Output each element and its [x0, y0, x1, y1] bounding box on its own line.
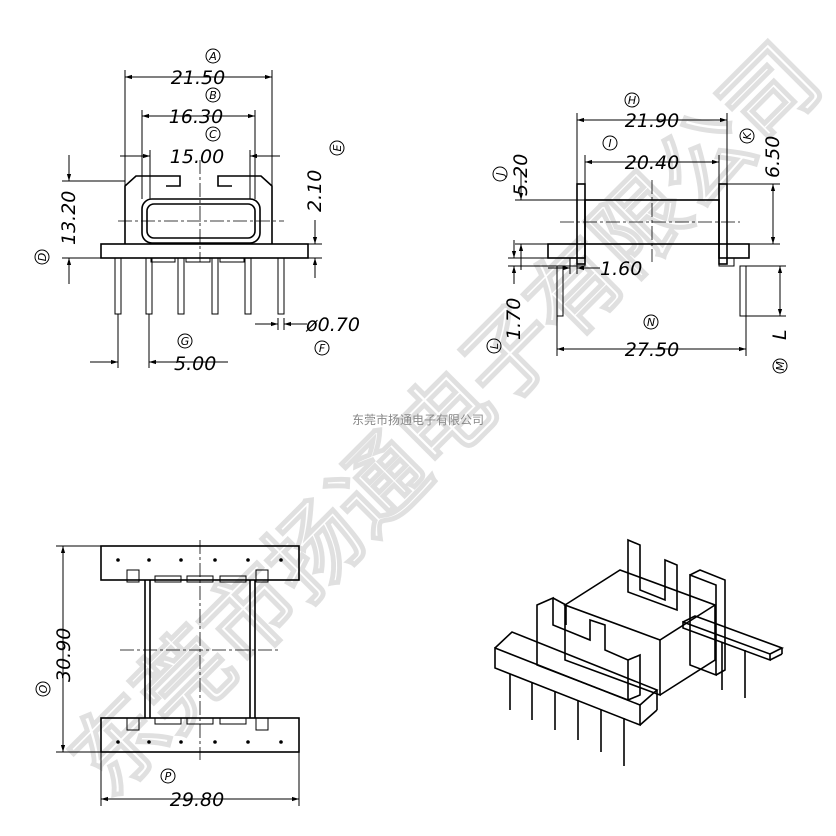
svg-text:B: B [209, 89, 217, 102]
front-pins [114, 257, 285, 315]
svg-text:27.50: 27.50 [625, 339, 679, 361]
dim-B: B 16.30 [141, 87, 256, 199]
front-view: A 21.50 B 16.30 C 15.00 13.2 [34, 48, 360, 375]
dim-I: I 20.40 [584, 135, 720, 200]
svg-text:A: A [208, 50, 217, 63]
svg-text:20.40: 20.40 [625, 152, 679, 174]
dim-J: 5.20 J [492, 154, 585, 270]
svg-text:D: D [36, 253, 49, 261]
svg-text:29.80: 29.80 [170, 789, 224, 811]
svg-text:1.60: 1.60 [600, 258, 642, 280]
svg-text:ø0.70: ø0.70 [305, 314, 360, 336]
svg-text:5.20: 5.20 [510, 154, 532, 196]
svg-text:K: K [741, 132, 754, 140]
company-mark: 东莞市扬通电子有限公司 [352, 412, 484, 427]
svg-text:P: P [165, 770, 172, 783]
svg-text:13.20: 13.20 [58, 191, 80, 245]
dim-A: A 21.50 [124, 48, 273, 186]
svg-text:30.90: 30.90 [53, 628, 75, 682]
top-view: 30.90 O P 29.80 [35, 540, 300, 811]
svg-text:21.90: 21.90 [625, 110, 679, 132]
svg-text:E: E [331, 144, 344, 151]
isometric-view [494, 538, 785, 766]
svg-text:O: O [37, 684, 50, 693]
svg-text:J: J [494, 172, 507, 177]
svg-text:L: L [488, 343, 501, 349]
dim-G: 5.00 G [90, 314, 228, 375]
dim-O: 30.90 O [35, 545, 101, 753]
svg-text:16.30: 16.30 [169, 106, 223, 128]
svg-text:5.00: 5.00 [174, 353, 216, 375]
dim-F: ø0.70 F [255, 314, 360, 356]
svg-text:F: F [319, 342, 326, 355]
svg-text:N: N [647, 316, 655, 329]
svg-text:L: L [769, 329, 791, 340]
dim-M: L M [746, 265, 791, 374]
dim-C: C 15.00 [120, 126, 280, 199]
dim-K: 6.50 K [727, 128, 784, 245]
dim-N: N 27.50 [556, 314, 747, 361]
side-view: H 21.90 I 20.40 5.20 J 6.50 [486, 92, 791, 374]
svg-text:M: M [774, 361, 787, 371]
svg-text:2.10: 2.10 [304, 170, 326, 212]
dim-H: H 21.90 [576, 92, 728, 184]
dim-pin-offset: 1.60 [548, 258, 642, 280]
dim-D: 13.20 D [34, 155, 125, 284]
svg-text:1.70: 1.70 [503, 298, 525, 340]
svg-text:H: H [628, 94, 636, 107]
svg-text:I: I [608, 137, 611, 150]
dim-P: P 29.80 [100, 752, 300, 811]
svg-text:G: G [181, 335, 190, 348]
svg-text:21.50: 21.50 [171, 67, 225, 89]
svg-text:C: C [209, 128, 217, 141]
dim-L: 1.70 L [486, 240, 570, 354]
svg-text:6.50: 6.50 [762, 136, 784, 178]
svg-text:15.00: 15.00 [170, 146, 224, 168]
dim-E: 2.10 E [304, 140, 345, 278]
